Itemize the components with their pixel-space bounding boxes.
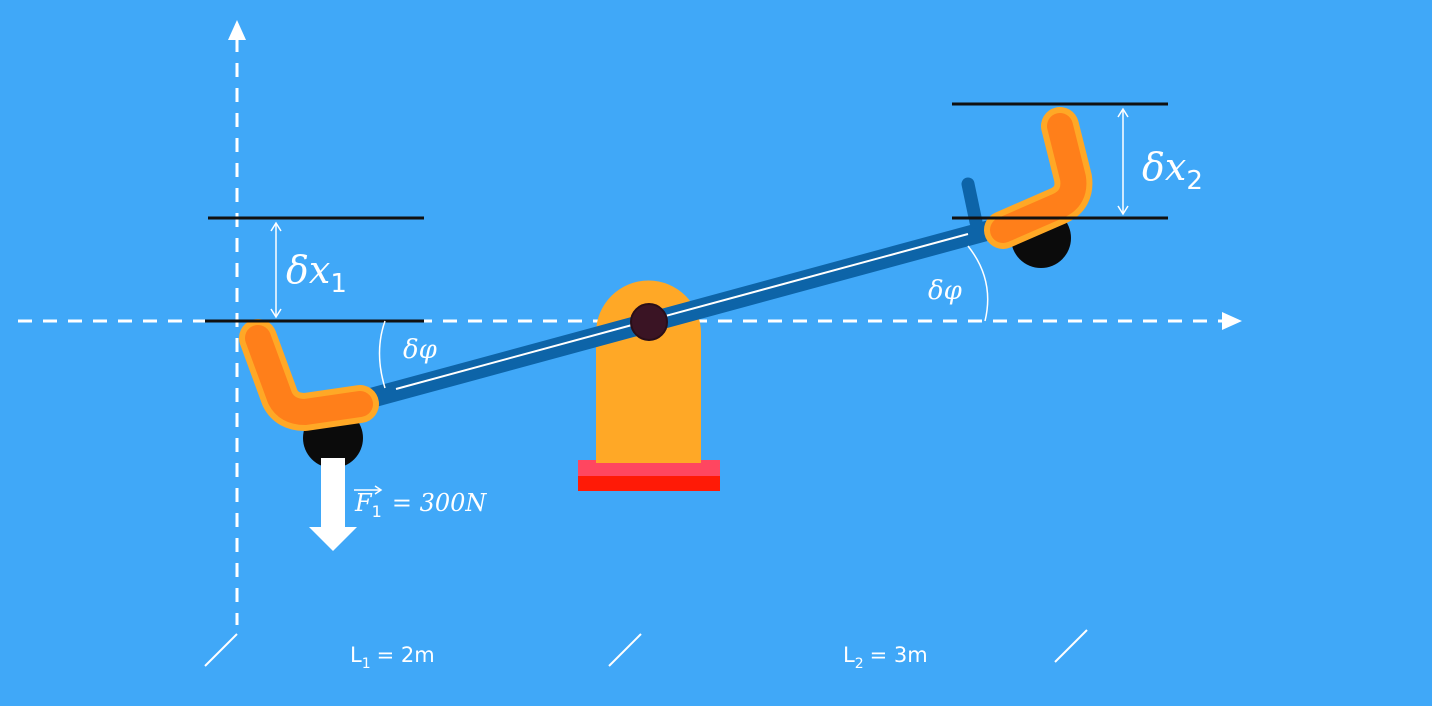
- stand-base-bottom: [578, 476, 720, 491]
- right-arrow-icon: [1222, 312, 1242, 330]
- dx2-arrow: [1117, 107, 1129, 216]
- l1-label: L1= 2m: [350, 643, 435, 672]
- phi-right-label: δφ: [928, 276, 963, 306]
- stand-base-top: [578, 460, 720, 476]
- length-ticks: [204, 629, 1088, 667]
- dx1-label: δx1: [286, 248, 347, 299]
- beam-highlight: [395, 233, 969, 390]
- up-arrow-icon: [228, 20, 246, 40]
- tick-middle: [608, 633, 642, 667]
- l2-label: L2= 3m: [843, 643, 928, 672]
- left-angle-arc: [378, 320, 386, 389]
- left-seat: [239, 319, 379, 468]
- right-seat: [984, 107, 1093, 268]
- force-label: F1= 300N: [354, 485, 487, 521]
- beam-bar: [357, 214, 1015, 411]
- tick-right: [1054, 629, 1088, 663]
- dx2-label: δx2: [1142, 145, 1203, 196]
- right-handle: [961, 177, 983, 229]
- beam: [357, 177, 1015, 411]
- down-arrow-icon: [309, 458, 357, 551]
- left-seat-cushion: [245, 325, 373, 425]
- svg-text:F1= 300N: F1= 300N: [354, 489, 487, 521]
- phi-left-label: δφ: [403, 335, 438, 365]
- reference-lines: [205, 102, 1168, 323]
- tick-left: [204, 633, 238, 667]
- right-seat-cushion: [990, 113, 1087, 243]
- right-angle-arc: [967, 245, 989, 322]
- dx1-arrow: [270, 221, 282, 319]
- vector-arrowhead: [374, 485, 383, 495]
- pivot: [630, 303, 668, 341]
